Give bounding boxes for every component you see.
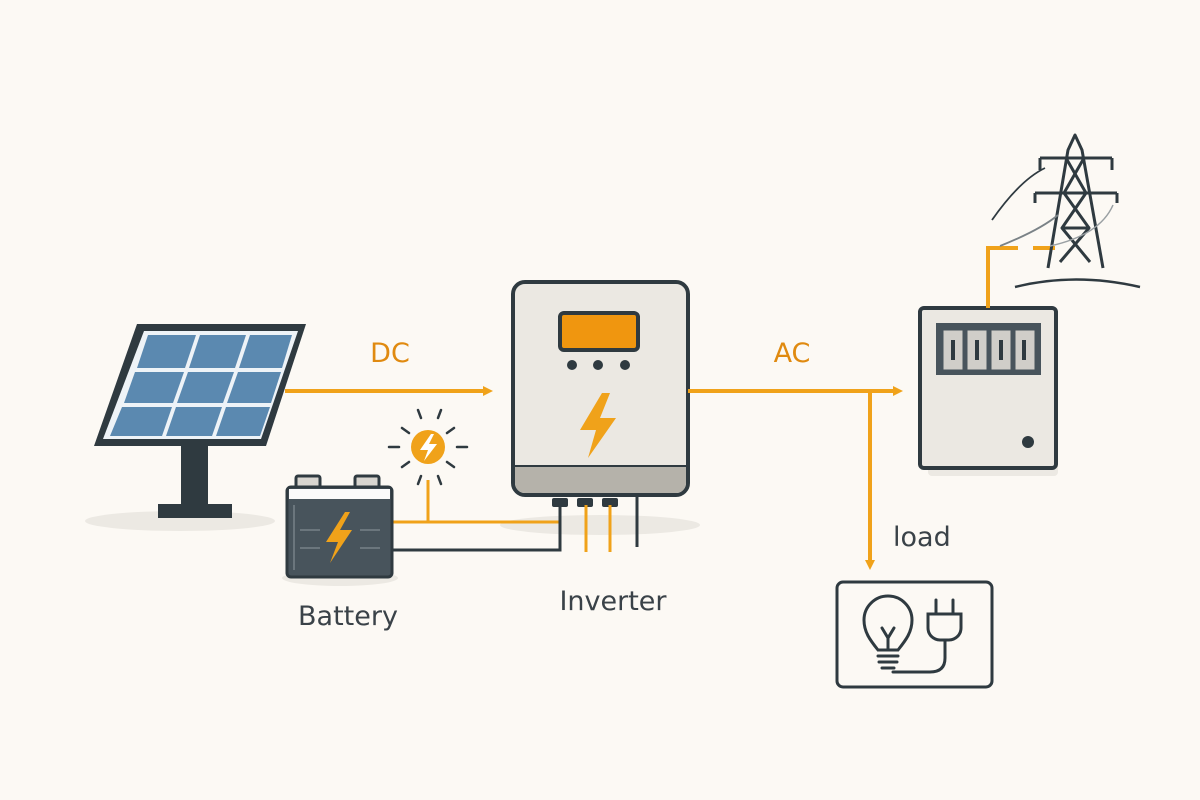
sun-bolt-icon	[387, 408, 469, 486]
dc-label: DC	[370, 338, 410, 369]
ac-label: AC	[774, 338, 811, 369]
battery-return-wire	[392, 505, 562, 552]
grid-wire	[986, 246, 1018, 308]
light-bulb-icon	[862, 594, 914, 670]
inverter-label: Inverter	[559, 586, 667, 617]
power-tower-icon	[991, 133, 1141, 289]
solar-panel-icon	[85, 324, 306, 531]
load-label: load	[893, 522, 951, 553]
plug-icon	[891, 598, 963, 674]
battery-icon	[282, 474, 398, 586]
load-device-box	[835, 580, 994, 689]
inverter-icon	[500, 280, 700, 552]
battery-label: Battery	[298, 601, 398, 632]
breaker-panel-icon	[918, 306, 1058, 476]
